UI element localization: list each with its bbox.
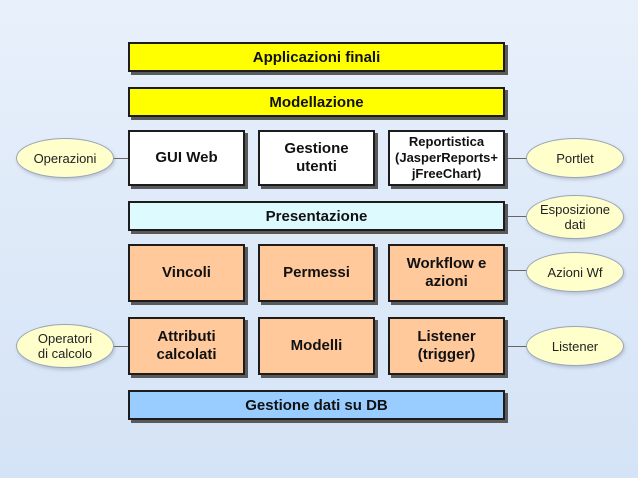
listener-trigger-label: Listener (trigger) <box>417 328 476 363</box>
modelli-box: Modelli <box>258 317 375 375</box>
operazioni-label: Operazioni <box>33 150 97 166</box>
permessi-label: Permessi <box>283 264 350 281</box>
listener-oval: Listener <box>526 326 624 366</box>
attributi-calcolati-label: Attributi calcolati <box>156 328 217 363</box>
azioni-wf-oval: Azioni Wf <box>526 252 624 292</box>
listener-oval-label: Listener <box>551 338 599 354</box>
connector-portlet <box>505 158 537 159</box>
connector-operazioni <box>112 158 130 159</box>
azioni-wf-label: Azioni Wf <box>547 264 603 280</box>
reportistica-label: Reportistica (JasperReports+ jFreeChart) <box>395 134 498 181</box>
esposizione-oval: Esposizione dati <box>526 195 624 239</box>
portlet-label: Portlet <box>556 150 594 166</box>
workflow-box: Workflow e azioni <box>388 244 505 302</box>
gui-web-label: GUI Web <box>155 149 218 166</box>
gestione-utenti-box: Gestione utenti <box>258 130 375 186</box>
gestione-dati-label: Gestione dati su DB <box>245 396 388 414</box>
permessi-box: Permessi <box>258 244 375 302</box>
vincoli-box: Vincoli <box>128 244 245 302</box>
applicazioni-finali-bar: Applicazioni finali <box>128 42 505 72</box>
gui-web-box: GUI Web <box>128 130 245 186</box>
applicazioni-finali-label: Applicazioni finali <box>252 48 381 66</box>
gestione-utenti-label: Gestione utenti <box>284 140 349 175</box>
operazioni-oval: Operazioni <box>16 138 114 178</box>
connector-listener <box>505 346 529 347</box>
modelli-label: Modelli <box>290 337 343 354</box>
presentazione-bar: Presentazione <box>128 201 505 231</box>
presentazione-label: Presentazione <box>265 207 368 225</box>
connector-esposizione <box>505 216 527 217</box>
attributi-calcolati-box: Attributi calcolati <box>128 317 245 375</box>
connector-azioni-wf <box>505 270 531 271</box>
connector-operatori <box>114 346 130 347</box>
vincoli-label: Vincoli <box>162 264 211 281</box>
workflow-label: Workflow e azioni <box>406 255 487 290</box>
operatori-oval: Operatori di calcolo <box>16 324 114 368</box>
modellazione-bar: Modellazione <box>128 87 505 117</box>
esposizione-label: Esposizione dati <box>539 202 611 232</box>
modellazione-label: Modellazione <box>269 93 364 111</box>
listener-box: Listener (trigger) <box>388 317 505 375</box>
reportistica-box: Reportistica (JasperReports+ jFreeChart) <box>388 130 505 186</box>
operatori-label: Operatori di calcolo <box>37 331 93 361</box>
gestione-dati-bar: Gestione dati su DB <box>128 390 505 420</box>
portlet-oval: Portlet <box>526 138 624 178</box>
